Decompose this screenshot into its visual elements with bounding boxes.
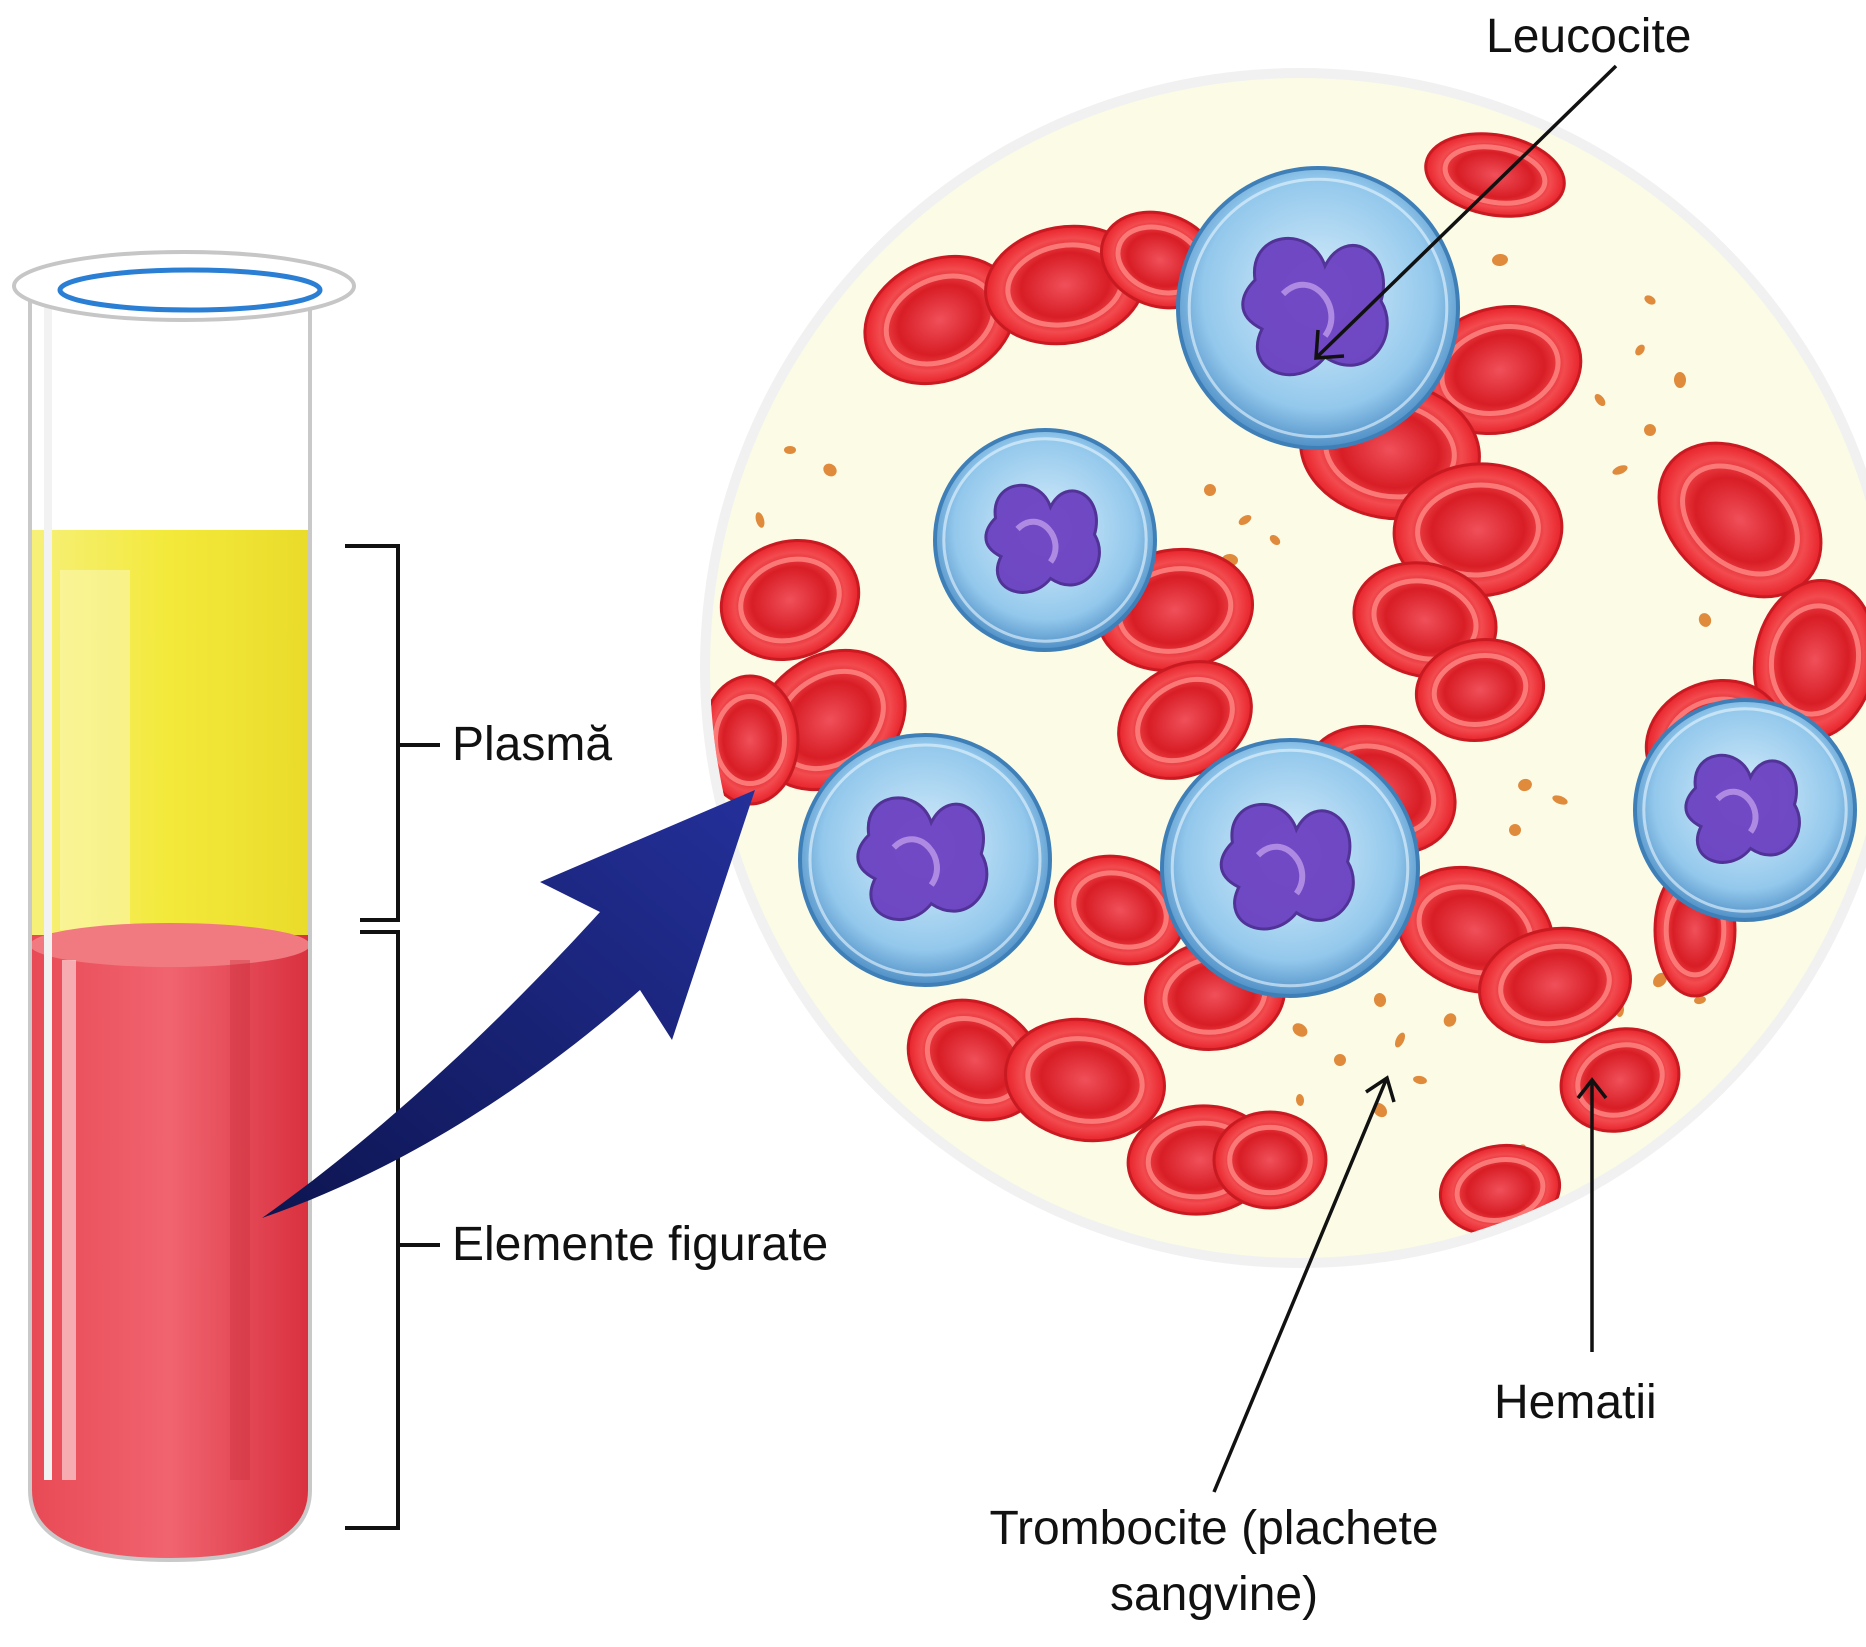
platelet-mark: [823, 463, 837, 477]
platelet-mark: [1269, 535, 1281, 545]
label-platelets-line1: Trombocite (plachete: [989, 1502, 1439, 1555]
erythrocyte-cell: [1392, 462, 1564, 598]
platelet-mark: [1644, 295, 1656, 305]
leukocyte-cell: [798, 733, 1052, 987]
platelet-mark: [1594, 393, 1606, 407]
label-leukocytes: Leucocite: [1486, 10, 1692, 63]
leukocyte-cell: [1160, 738, 1420, 998]
platelet-mark: [755, 512, 765, 528]
test-tube: [12, 250, 356, 1563]
erythrocyte-cell: [1478, 926, 1632, 1044]
curved-arrow: [262, 790, 755, 1218]
platelet-mark: [1673, 372, 1687, 388]
erythrocyte-cell: [1657, 441, 1823, 599]
platelet-mark: [1394, 1032, 1406, 1048]
platelet-mark: [1612, 465, 1628, 475]
platelet-mark: [1552, 795, 1568, 805]
formed-elements-bracket: [345, 930, 440, 1530]
platelet-mark: [1295, 1094, 1305, 1106]
platelet-mark: [1204, 484, 1216, 496]
erythrocyte-cell: [1004, 1017, 1166, 1143]
erythrocyte-cell: [719, 538, 861, 662]
leukocyte-cell: [933, 428, 1157, 652]
label-plasma: Plasmă: [452, 718, 613, 771]
erythrocyte-cell: [863, 254, 1017, 386]
erythrocyte-cell: [1752, 579, 1866, 741]
platelets-pointer: [1212, 1079, 1388, 1493]
pointer-lines: [1212, 64, 1618, 1493]
leukocytes: [798, 166, 1857, 998]
platelet-mark: [1518, 778, 1532, 792]
platelet-mark: [1238, 514, 1252, 526]
erythrocyte-cell: [1414, 638, 1546, 742]
platelet-mark: [1653, 972, 1667, 988]
platelet-mark: [1413, 1075, 1427, 1085]
label-platelets-line2: sangvine): [1109, 1568, 1319, 1621]
platelet-mark: [1373, 993, 1387, 1007]
leukocyte-cell: [1633, 698, 1857, 922]
label-erythrocytes: Hematii: [1494, 1376, 1657, 1429]
platelet-mark: [1492, 253, 1508, 267]
erythrocyte-cell: [710, 674, 800, 806]
label-formed-elements: Elemente figurate: [452, 1218, 829, 1271]
platelet-mark: [1698, 613, 1712, 627]
platelet-mark: [1334, 1054, 1346, 1066]
platelet-mark: [1509, 824, 1521, 836]
platelet-mark: [1292, 1023, 1308, 1037]
erythrocyte-cell: [1424, 132, 1566, 218]
plasma-bracket: [345, 544, 440, 922]
formed-elements-layer: [30, 935, 310, 1560]
platelet-mark: [1694, 995, 1706, 1005]
magnifier-circle: [700, 68, 1866, 1268]
platelet-mark: [1635, 344, 1645, 356]
platelet-mark: [1443, 1013, 1457, 1027]
leukocytes-pointer: [1316, 64, 1618, 358]
platelet-mark: [1644, 424, 1656, 436]
erythrocyte-cell: [1212, 1110, 1328, 1210]
leukocyte-cell: [1176, 166, 1460, 450]
platelet-mark: [784, 446, 796, 454]
